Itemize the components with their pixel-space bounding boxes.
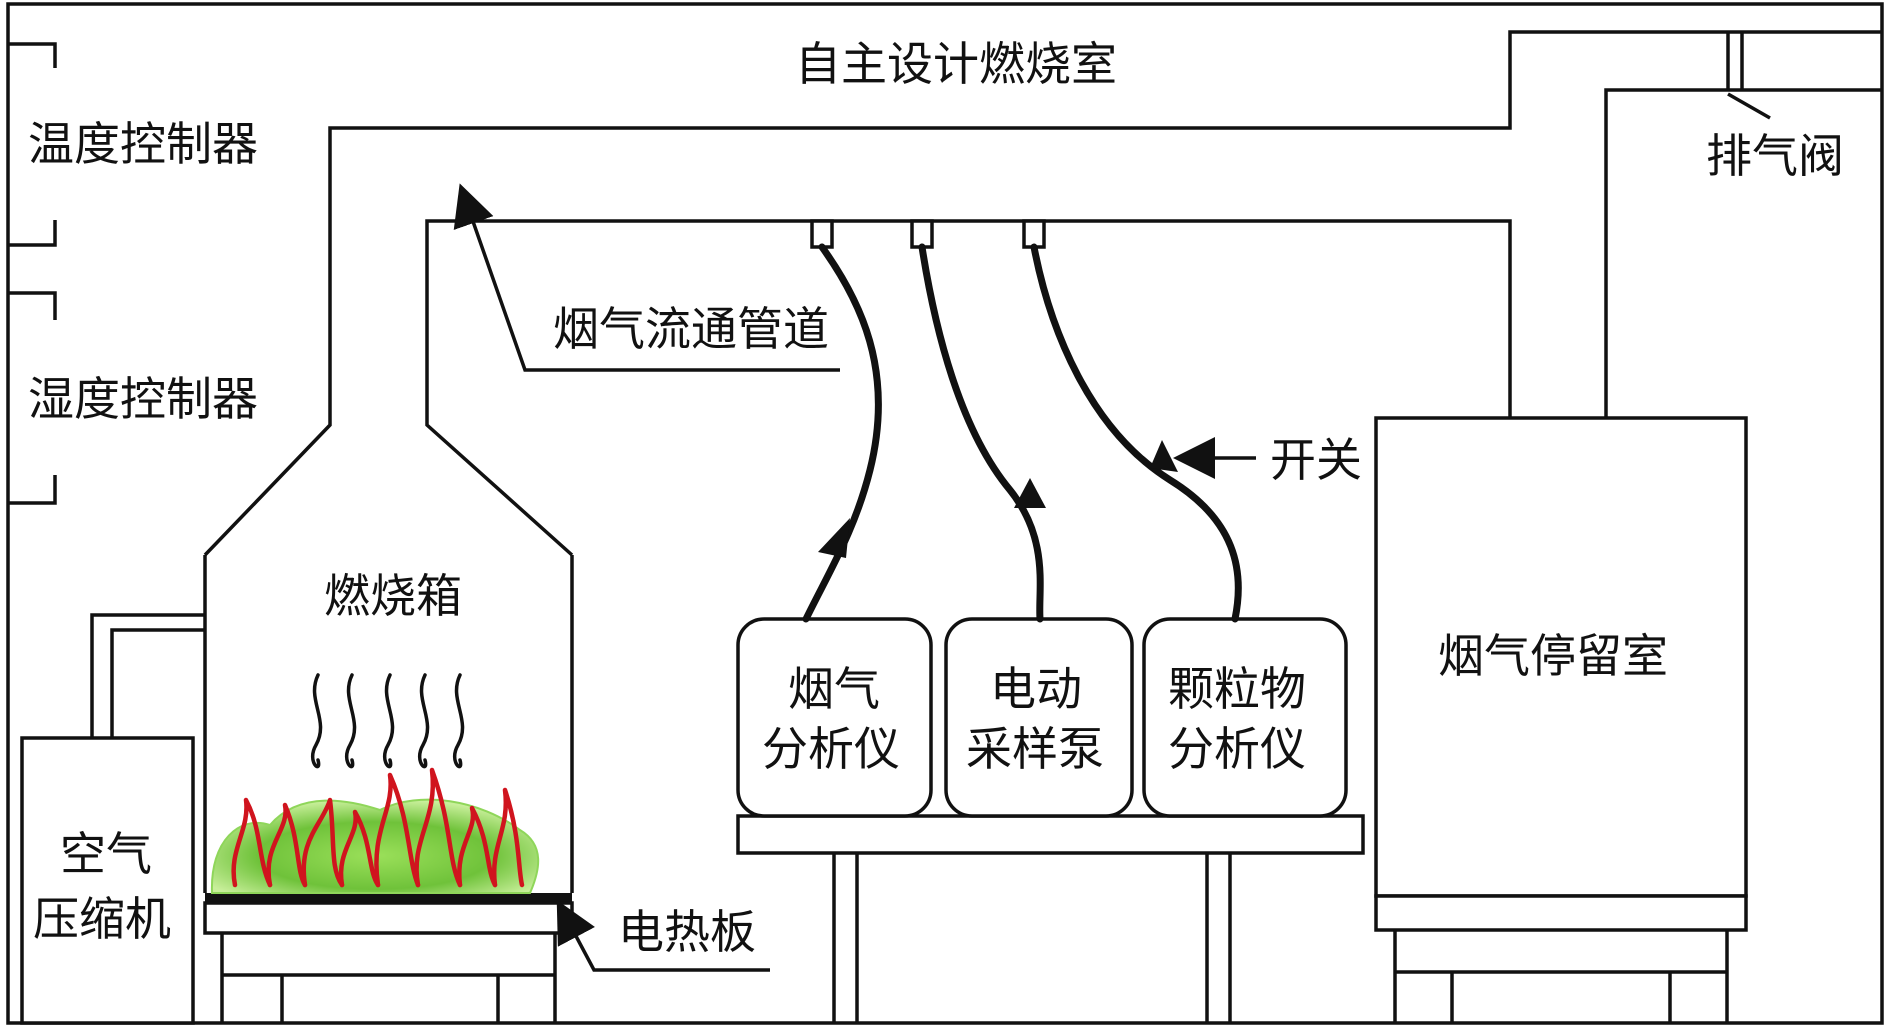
flue-duct-inner — [425, 219, 1512, 557]
instrument-table-legs — [832, 853, 1232, 1023]
hot-plate-base — [203, 901, 574, 935]
chamber-title: 自主设计燃烧室 — [795, 37, 1117, 91]
hot-plate-label: 电热板 — [618, 905, 756, 959]
air-compressor-box — [20, 736, 195, 1025]
gas-analyzer-label-1: 烟气 — [788, 662, 880, 716]
chamber-frame — [6, 2, 1884, 1025]
humidity-controller-label: 湿度控制器 — [28, 372, 258, 426]
smoke-wisps — [310, 673, 465, 769]
switch-label: 开关 — [1270, 433, 1362, 487]
switch-arrow-marker — [1150, 440, 1178, 472]
temp-controller-label: 温度控制器 — [28, 117, 258, 171]
hose-arrow-gas — [818, 518, 850, 558]
hot-plate-leader — [556, 899, 770, 972]
air-compressor-pipe — [90, 613, 205, 738]
flames — [231, 767, 525, 888]
exhaust-valve-label: 排气阀 — [1706, 129, 1844, 183]
hose-particle-analyzer — [1030, 243, 1242, 623]
instrument-table-top — [736, 814, 1365, 855]
residence-chamber-base — [1374, 894, 1748, 932]
residence-chamber-channel — [1604, 88, 1882, 418]
flue-pipe-leader — [453, 183, 840, 372]
exhaust-valve-pipe — [1726, 32, 1771, 120]
air-compressor-label-2: 压缩机 — [33, 892, 171, 946]
gas-analyzer-label-2: 分析仪 — [762, 722, 900, 776]
particle-analyzer-box — [1142, 617, 1348, 818]
hot-plate-bar — [205, 893, 572, 903]
hose-arrow-pump — [1014, 478, 1046, 508]
combustion-box-label: 燃烧箱 — [324, 569, 462, 623]
residence-chamber-stand — [1393, 930, 1729, 1023]
flue-pipe-label: 烟气流通管道 — [553, 302, 829, 356]
combustion-box-body — [203, 555, 574, 893]
temp-controller-bracket — [8, 42, 57, 247]
humidity-controller-bracket — [8, 291, 57, 505]
particle-analyzer-label-1: 颗粒物 — [1168, 662, 1306, 716]
sampling-pump-label-2: 采样泵 — [966, 722, 1104, 776]
particle-analyzer-label-2: 分析仪 — [1168, 722, 1306, 776]
hose-sampling-pump — [918, 243, 1044, 623]
combustion-box-stand — [220, 933, 557, 1023]
air-compressor-label-1: 空气 — [60, 827, 152, 881]
flue-duct-outer — [203, 30, 1882, 557]
gas-analyzer-box — [736, 617, 933, 818]
hose-gas-analyzer — [802, 243, 882, 623]
residence-chamber-label: 烟气停留室 — [1438, 629, 1668, 683]
residence-chamber-box — [1374, 416, 1748, 898]
sampling-pump-box — [944, 617, 1134, 818]
sampling-ports — [810, 219, 1046, 249]
sampling-pump-label-1: 电动 — [990, 662, 1082, 716]
